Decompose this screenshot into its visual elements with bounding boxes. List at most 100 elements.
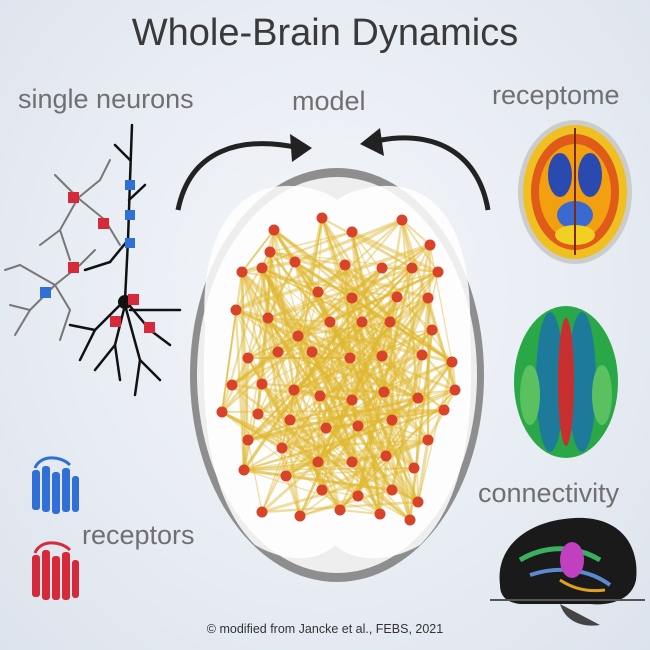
connectivity-edge	[266, 317, 322, 397]
connectivity-edge	[247, 267, 413, 441]
connectivity-edge	[293, 389, 411, 521]
connectivity-edge	[311, 296, 398, 353]
connectivity-edge	[297, 335, 353, 463]
connectivity-edge	[311, 350, 419, 400]
connectivity-edge	[243, 460, 353, 472]
connectivity-edge	[261, 297, 353, 513]
connectivity-edge	[321, 216, 413, 270]
connectivity-edge	[241, 270, 429, 442]
connectivity-edge	[350, 231, 382, 515]
brain-node	[438, 404, 450, 416]
connectivity-edge	[429, 244, 453, 363]
connectivity-edge	[289, 419, 411, 521]
connectivity-edge	[417, 297, 429, 399]
brain-node	[404, 514, 416, 526]
connectivity-edge	[261, 267, 363, 323]
connectivity-edge	[321, 489, 359, 497]
connectivity-edge	[289, 389, 456, 421]
connectivity-edge	[321, 217, 429, 441]
connectivity-edge	[260, 267, 354, 463]
connectivity-edge	[221, 410, 359, 498]
connectivity-edge	[357, 267, 413, 497]
connectivity-edge	[351, 425, 359, 463]
connectivity-edge	[235, 251, 271, 311]
connectivity-edge	[247, 296, 429, 442]
receptor-blue-icon	[125, 180, 135, 190]
connectivity-edge	[241, 229, 275, 273]
connectivity-edge	[293, 355, 383, 391]
connectivity-edge	[294, 261, 353, 463]
connectivity-edge	[280, 447, 302, 517]
connectivity-edge	[243, 408, 445, 472]
receptor-blue-icon	[125, 210, 135, 220]
connectivity-brain-image	[490, 517, 645, 626]
connectivity-edge	[289, 355, 383, 421]
connectivity-edge	[235, 309, 393, 421]
receptor-proteins	[32, 456, 79, 600]
connectivity-edge	[266, 317, 322, 397]
connectivity-edge	[260, 267, 388, 457]
brain-node	[412, 496, 424, 508]
connectivity-edge	[356, 419, 394, 497]
brain-node	[230, 304, 242, 316]
connectivity-edge	[294, 261, 453, 363]
connectivity-edge	[356, 424, 416, 470]
connectivity-edge	[344, 264, 359, 497]
connectivity-edge	[357, 425, 387, 457]
connectivity-edge	[292, 389, 324, 491]
connectivity-edge	[261, 383, 411, 521]
pyramidal-neuron	[68, 123, 182, 397]
connectivity-edge	[378, 419, 394, 515]
connectivity-edge	[293, 353, 423, 392]
blue-receptor-protein-icon	[32, 456, 79, 514]
model-label: model	[292, 86, 366, 116]
connectivity-edge	[350, 297, 382, 515]
brain-node	[380, 450, 392, 462]
connectivity-edge	[325, 409, 445, 429]
connectivity-edge	[261, 383, 291, 421]
connectivity-edge	[289, 351, 313, 421]
connectivity-edge	[426, 297, 457, 391]
connectivity-edge	[269, 251, 413, 269]
brain-node	[416, 349, 428, 361]
connectivity-edge	[350, 231, 412, 521]
connectivity-edge	[317, 399, 353, 463]
brain-node	[422, 292, 434, 304]
connectivity-edge	[260, 267, 284, 449]
connectivity-edge	[240, 271, 354, 463]
connectivity-edge	[242, 383, 264, 471]
connectivity-edge	[293, 329, 433, 391]
connectivity-edge	[269, 231, 353, 253]
connectivity-edge	[351, 244, 431, 299]
receptor-red-icon	[68, 262, 79, 273]
connectivity-edge	[231, 384, 411, 521]
receptors-label: receptors	[82, 520, 195, 550]
connectivity-edge	[285, 397, 419, 477]
left-arrow-head	[290, 134, 312, 162]
brain-node	[376, 262, 388, 274]
brain-node	[386, 414, 398, 426]
connectivity-edge	[267, 317, 415, 469]
connectivity-edge	[319, 395, 429, 441]
connectivity-edge	[351, 355, 383, 401]
connectivity-edge	[299, 488, 393, 518]
connectivity-edge	[277, 297, 353, 353]
connectivity-edge	[242, 267, 384, 471]
receptor-blue-icon	[125, 238, 135, 248]
connectivity-edge	[319, 395, 419, 503]
interneurons	[4, 159, 121, 341]
brain-node	[432, 266, 444, 278]
connectivity-edge	[241, 271, 287, 477]
connectivity-edge	[396, 296, 433, 331]
connectivity-edge	[321, 217, 363, 323]
connectivity-edge	[269, 250, 346, 267]
connectivity-edge	[293, 260, 420, 400]
connectivity-edge	[317, 395, 321, 463]
connectivity-edge	[243, 468, 287, 478]
brain-node	[284, 414, 296, 426]
brain-node	[312, 286, 324, 298]
connectivity-edge	[273, 228, 453, 364]
connectivity-edge	[285, 419, 393, 477]
connectivity-edge	[344, 264, 381, 515]
connectivity-edge	[317, 399, 353, 463]
